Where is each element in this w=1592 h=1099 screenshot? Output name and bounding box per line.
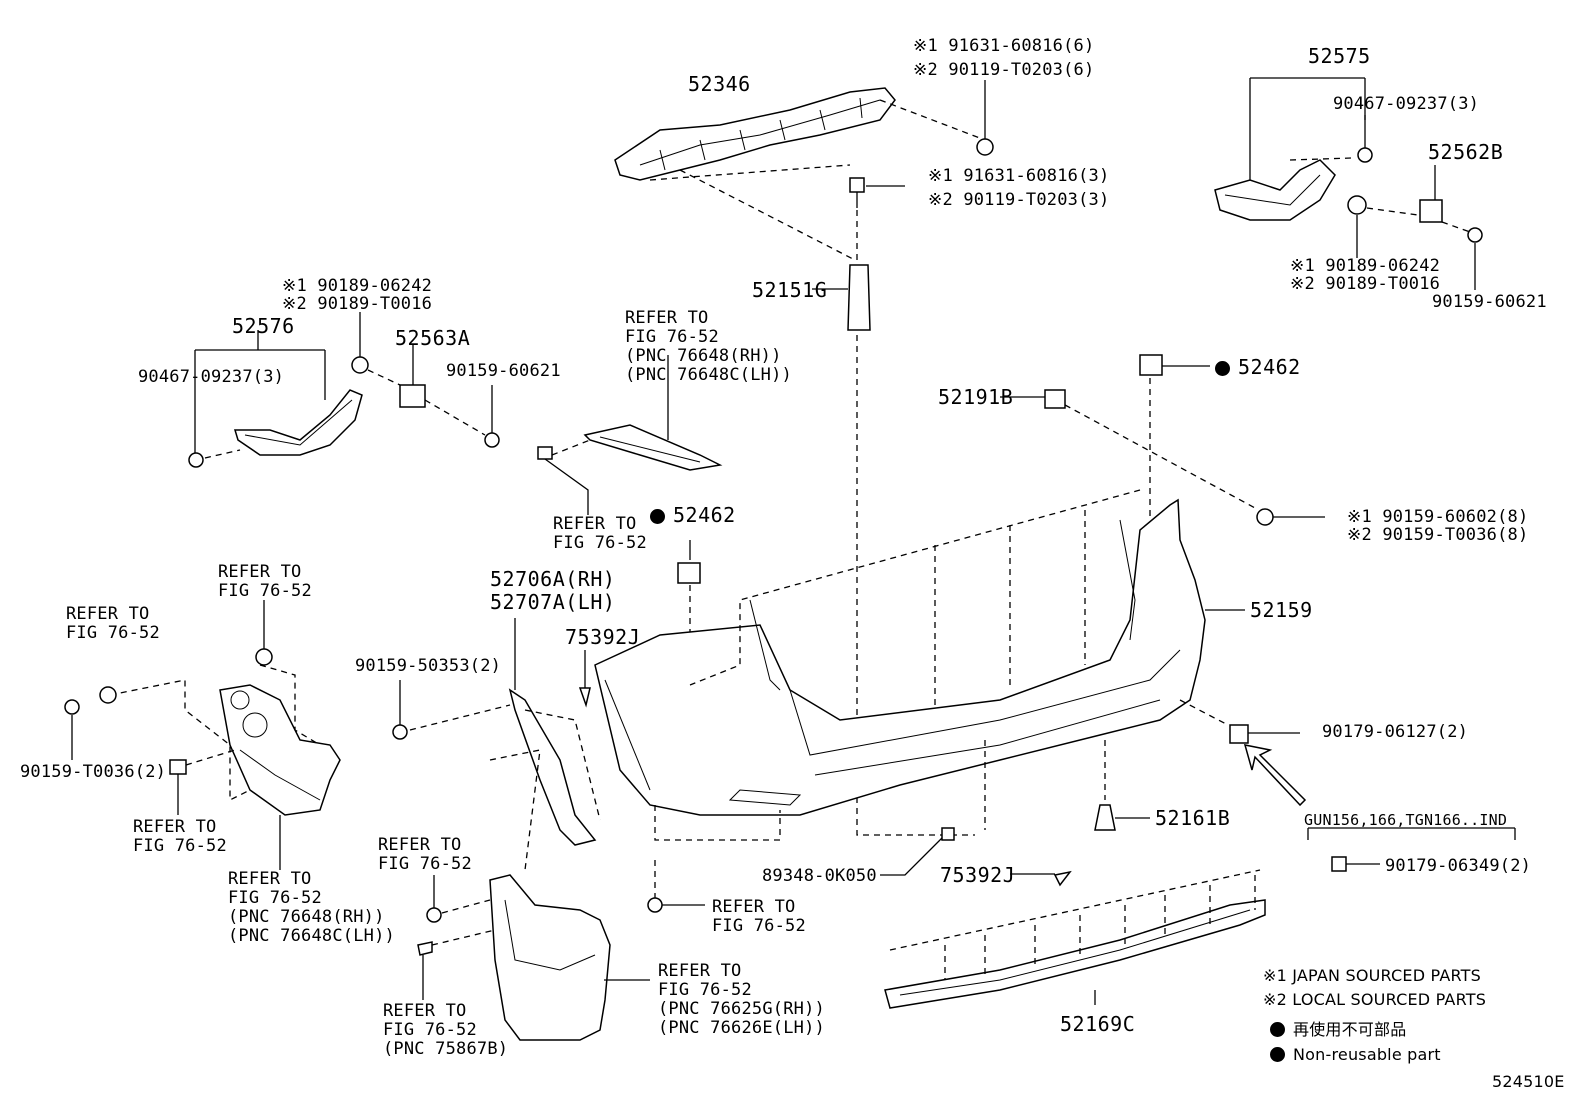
fastener-90159-60621-left-label: 90159-60621 <box>446 361 561 381</box>
part-52576-label: 52576 <box>232 314 295 338</box>
ref-shield-line1: REFER TO <box>228 869 312 889</box>
shield-insert-drawing <box>583 424 723 471</box>
ref-clip-line1: REFER TO <box>553 514 637 534</box>
legend-japan: ※1 JAPAN SOURCED PARTS <box>1263 966 1482 985</box>
ref-topleft-line2: FIG 76-52 <box>218 581 312 601</box>
ref-farleft-line1: REFER TO <box>66 604 150 624</box>
ref-shield-line2: FIG 76-52 <box>228 888 322 908</box>
ref-bolt-line1: REFER TO <box>712 897 796 917</box>
ref-mud-line4: (PNC 76626E(LH)) <box>658 1018 825 1038</box>
ref-center-line1: REFER TO <box>625 308 709 328</box>
bracket-52576-drawing <box>233 389 363 456</box>
part-52462-mid-text: 52462 <box>673 503 736 527</box>
ref-screwA-line2: FIG 76-52 <box>378 854 472 874</box>
non-reusable-dot-icon <box>1215 361 1230 376</box>
ref-bottomleft-line1: REFER TO <box>133 817 217 837</box>
part-52346-label: 52346 <box>688 72 751 96</box>
fastener-right-local-label: ※2 90189-T0016 <box>1290 274 1441 294</box>
fastener-top-japan-label: ※1 91631-60816(6) <box>913 36 1095 56</box>
fastener-90159-T0036-label: 90159-T0036(2) <box>20 762 167 782</box>
fastener-mid-local-label: ※2 90119-T0203(3) <box>928 190 1110 210</box>
fastener-mid-japan-label: ※1 91631-60816(3) <box>928 166 1110 186</box>
ref-bottomleft-line2: FIG 76-52 <box>133 836 227 856</box>
legend-non-reusable-jp: 再使用不可部品 <box>1270 1020 1406 1040</box>
ref-shield-line4: (PNC 76648C(LH)) <box>228 926 395 946</box>
bracket-52346-drawing <box>614 87 896 181</box>
ref-screwB-line2: FIG 76-52 <box>383 1020 477 1040</box>
ref-screwB-line1: REFER TO <box>383 1001 467 1021</box>
fastener-top-local-label: ※2 90119-T0203(6) <box>913 60 1095 80</box>
bumper-reinforcement-52169C-drawing <box>884 899 1266 1009</box>
fastener-left-local-label: ※2 90189-T0016 <box>282 294 433 314</box>
figure-id: 524510E <box>1492 1072 1565 1091</box>
fastener-90179-06127-label: 90179-06127(2) <box>1322 722 1469 742</box>
fastener-90159-50353-label: 90159-50353(2) <box>355 656 502 676</box>
part-52462-mid-label: 52462 <box>650 503 736 527</box>
bumper-cover-52159-drawing <box>594 498 1206 816</box>
legend-non-reusable-en: Non-reusable part <box>1270 1045 1441 1065</box>
part-52161B-label: 52161B <box>1155 806 1231 830</box>
part-52707A-label: 52707A(LH) <box>490 590 616 614</box>
part-75392J-upper-label: 75392J <box>565 625 641 649</box>
ref-shield-line3: (PNC 76648(RH)) <box>228 907 385 927</box>
part-89348-label: 89348-0K050 <box>762 866 877 886</box>
fastener-bolt-japan-label: ※1 90159-60602(8) <box>1347 507 1529 527</box>
part-52462-top-text: 52462 <box>1238 355 1301 379</box>
legend-non-reusable-jp-text: 再使用不可部品 <box>1293 1020 1407 1039</box>
fastener-90179-06349-label: 90179-06349(2) <box>1385 856 1532 876</box>
ref-mud-line3: (PNC 76625G(RH)) <box>658 999 825 1019</box>
ref-center-line2: FIG 76-52 <box>625 327 719 347</box>
part-75392J-lower-label: 75392J <box>940 863 1016 887</box>
ref-screwB-line3: (PNC 75867B) <box>383 1039 509 1059</box>
part-52706A-label: 52706A(RH) <box>490 567 616 591</box>
ref-farleft-line2: FIG 76-52 <box>66 623 160 643</box>
legend-dot-icon <box>1270 1022 1285 1037</box>
legend-non-reusable-en-text: Non-reusable part <box>1293 1045 1441 1064</box>
fastener-90159-60621-right-label: 90159-60621 <box>1432 292 1547 312</box>
fastener-90467-right-label: 90467-09237(3) <box>1333 94 1480 114</box>
part-52169C-label: 52169C <box>1060 1012 1136 1036</box>
legend-dot-icon <box>1270 1047 1285 1062</box>
ref-mud-line1: REFER TO <box>658 961 742 981</box>
ref-mud-line2: FIG 76-52 <box>658 980 752 1000</box>
part-52159-label: 52159 <box>1250 598 1313 622</box>
non-reusable-dot-icon <box>650 509 665 524</box>
part-52575-label: 52575 <box>1308 44 1371 68</box>
fastener-right-japan-label: ※1 90189-06242 <box>1290 256 1441 276</box>
part-52562B-label: 52562B <box>1428 140 1504 164</box>
ref-center-line3: (PNC 76648(RH)) <box>625 346 782 366</box>
bracket-52575-drawing <box>1214 159 1336 221</box>
ref-clip-line2: FIG 76-52 <box>553 533 647 553</box>
variant-label: GUN156,166,TGN166..IND <box>1304 811 1508 829</box>
mud-flap-drawing <box>489 874 611 1041</box>
bracket-52151G-drawing <box>812 177 905 331</box>
part-52563A-label: 52563A <box>395 326 471 350</box>
fastener-90467-left-label: 90467-09237(3) <box>138 367 285 387</box>
legend-local: ※2 LOCAL SOURCED PARTS <box>1263 990 1487 1009</box>
side-retainer-52706A-drawing <box>508 688 597 846</box>
ref-topleft-line1: REFER TO <box>218 562 302 582</box>
fastener-left-japan-label: ※1 90189-06242 <box>282 276 433 296</box>
part-52151G-label: 52151G <box>752 278 828 302</box>
part-52191B-label: 52191B <box>938 385 1014 409</box>
ref-center-line4: (PNC 76648C(LH)) <box>625 365 792 385</box>
fastener-bolt-local-label: ※2 90159-T0036(8) <box>1347 525 1529 545</box>
part-52462-top-label: 52462 <box>1215 355 1301 379</box>
mud-guard-shield-left-drawing <box>219 684 341 816</box>
ref-screwA-line1: REFER TO <box>378 835 462 855</box>
ref-bolt-line2: FIG 76-52 <box>712 916 806 936</box>
